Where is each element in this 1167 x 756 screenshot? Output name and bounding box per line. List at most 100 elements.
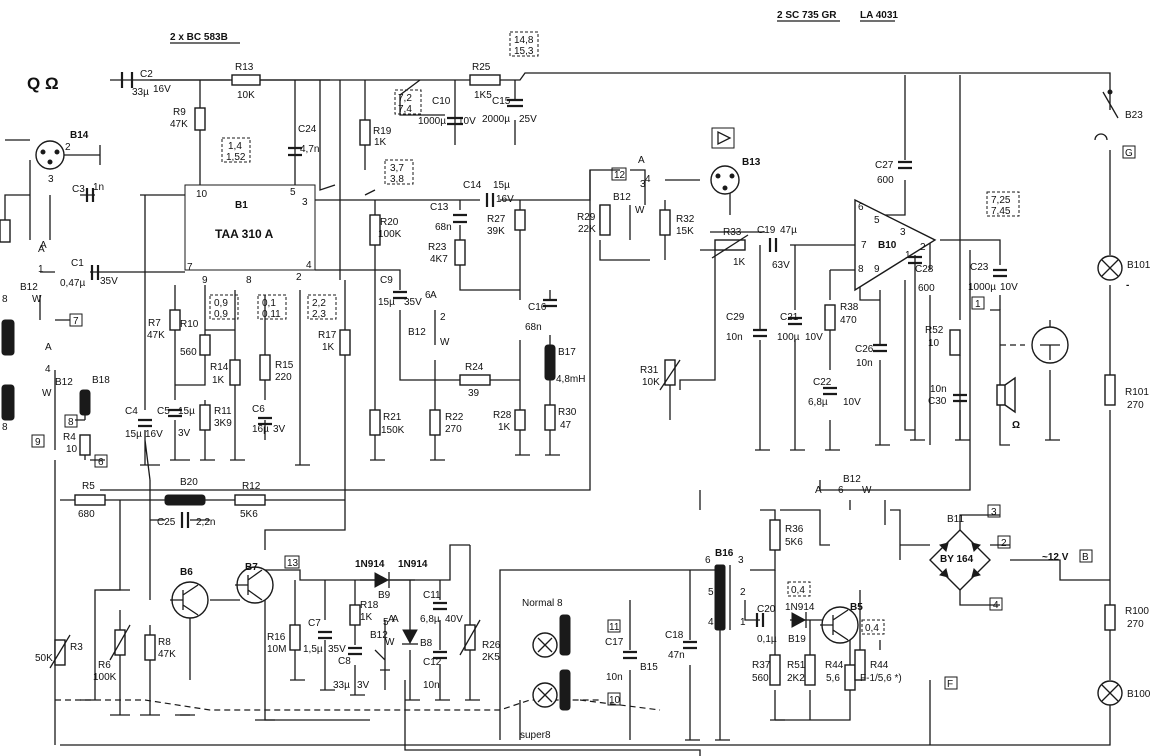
sw-num3b: 3 bbox=[48, 174, 54, 185]
c11-value: 6,8µ bbox=[420, 614, 440, 625]
r10-ref: R10 bbox=[180, 319, 199, 330]
c27-value: 600 bbox=[877, 175, 894, 186]
c6-value: 16µ bbox=[252, 424, 269, 435]
b101-ref: B101 bbox=[1127, 260, 1151, 271]
header-top-right-ic: LA 4031 bbox=[860, 10, 898, 21]
v-74: 7,4 bbox=[398, 104, 412, 115]
r26-ref: R26 bbox=[482, 640, 501, 651]
sw-numW: W bbox=[42, 388, 52, 399]
b12-5: B12 bbox=[613, 192, 631, 203]
v-725: 7,25 bbox=[991, 195, 1011, 206]
c1-value: 0,47µ bbox=[60, 278, 85, 289]
r4-value: 10 bbox=[66, 444, 78, 455]
c18-ref: C18 bbox=[665, 630, 684, 641]
r100-value: 270 bbox=[1127, 619, 1144, 630]
r37-ref: R37 bbox=[752, 660, 771, 671]
b15-ref: B15 bbox=[640, 662, 658, 673]
header-labels: 2 x BC 583B 2 SC 735 GR LA 4031 Q Ω bbox=[27, 10, 898, 93]
b8-ref: B8 bbox=[420, 638, 433, 649]
speaker-ohm: Ω bbox=[1012, 420, 1020, 431]
b12-mid-a: A bbox=[815, 485, 822, 496]
c23-rating: 10V bbox=[1000, 282, 1018, 293]
c22-rating: 10V bbox=[843, 397, 861, 408]
c16-ref: C16 bbox=[528, 302, 547, 313]
c3-value: 1n bbox=[93, 182, 104, 193]
c4-ref: C4 bbox=[125, 406, 138, 417]
b10-pin-3: 3 bbox=[900, 227, 906, 238]
c12-ref: C12 bbox=[423, 657, 442, 668]
c26-value: 10n bbox=[856, 358, 873, 369]
b12-mid-w: W bbox=[862, 485, 872, 496]
c2-rating: 16V bbox=[153, 84, 171, 95]
left-b12: B12 bbox=[20, 282, 38, 293]
ic-b1-type: TAA 310 A bbox=[215, 227, 274, 241]
marker-8: 8 bbox=[68, 417, 74, 428]
r29-ref: R29 bbox=[577, 212, 596, 223]
r16-ref: R16 bbox=[267, 632, 286, 643]
c13-value: 68n bbox=[435, 222, 452, 233]
v-23: 2,3 bbox=[312, 309, 326, 320]
sw-numW2: W bbox=[440, 337, 450, 348]
v-011: 0,11 bbox=[262, 309, 281, 320]
sw-num6: 6 bbox=[425, 290, 431, 301]
b9-type: 1N914 bbox=[355, 559, 385, 570]
r38-value: 470 bbox=[840, 315, 857, 326]
b19-ref: B19 bbox=[788, 634, 806, 645]
c7-rating: 35V bbox=[328, 644, 346, 655]
c11-ref: C11 bbox=[423, 590, 441, 601]
r3-value: 50K bbox=[35, 653, 53, 664]
r22-ref: R22 bbox=[445, 412, 464, 423]
v-745: 7,45 bbox=[991, 206, 1011, 217]
c20-value: 0,1µ bbox=[757, 634, 777, 645]
r100-ref: R100 bbox=[1125, 606, 1149, 617]
c25-ref: C25 bbox=[157, 517, 176, 528]
c8-rating: 3V bbox=[357, 680, 370, 691]
sw-numW4: W bbox=[385, 637, 395, 648]
b17-ref: B17 bbox=[558, 347, 576, 358]
r15-ref: R15 bbox=[275, 360, 294, 371]
c14-ref: C14 bbox=[463, 180, 482, 191]
b1-pin-4: 4 bbox=[306, 260, 312, 271]
r12-ref: R12 bbox=[242, 481, 261, 492]
c15-rating: 25V bbox=[519, 114, 537, 125]
left-sw-w: W bbox=[32, 294, 42, 305]
v-01: 0,1 bbox=[262, 298, 276, 309]
c18-value: 47n bbox=[668, 650, 685, 661]
b13-ref: B13 bbox=[742, 157, 761, 168]
c4-rating: 16V bbox=[145, 429, 163, 440]
b17-value: 4,8mH bbox=[556, 374, 585, 385]
wiring bbox=[4, 72, 1111, 756]
ic-b1: B1 TAA 310 A 10 5 3 7 9 8 2 4 bbox=[184, 184, 316, 286]
sw-numA4: A bbox=[430, 290, 437, 301]
r14-value: 1K bbox=[212, 375, 225, 386]
c21-value: 100µ bbox=[777, 332, 800, 343]
r4-ref: R4 bbox=[63, 432, 76, 443]
r28-ref: R28 bbox=[493, 410, 512, 421]
marker-1: 1 bbox=[975, 299, 981, 310]
r51-value: 2K2 bbox=[787, 673, 805, 684]
left-sw-a: A bbox=[40, 240, 47, 251]
sw-numA5: A bbox=[638, 155, 645, 166]
c15-value: 2000µ bbox=[482, 114, 510, 125]
b10-pin-8: 8 bbox=[858, 264, 864, 275]
b16-pin-5: 5 bbox=[708, 587, 714, 598]
sw-num2: 2 bbox=[440, 312, 446, 323]
r11-value: 3K9 bbox=[214, 418, 232, 429]
marker-b: B bbox=[1082, 552, 1089, 563]
marker-4: 4 bbox=[993, 600, 999, 611]
b1-pin-7: 7 bbox=[187, 262, 193, 273]
r23-value: 4K7 bbox=[430, 254, 448, 265]
capacitors: C2 33µ 16V C24 4,7n C10 1000µ 10V C15 20… bbox=[60, 69, 1018, 691]
c8-value: 33µ bbox=[333, 680, 350, 691]
r8-ref: R8 bbox=[158, 637, 171, 648]
b1-pin-3: 3 bbox=[302, 197, 308, 208]
b100-ref: B100 bbox=[1127, 689, 1151, 700]
b16-pin-2: 2 bbox=[740, 587, 746, 598]
v-04b: 0,4 bbox=[865, 623, 879, 634]
v-37: 3,7 bbox=[390, 163, 404, 174]
label-super8: super8 bbox=[520, 730, 551, 741]
r44-value: 5,6 bbox=[826, 673, 840, 684]
b19-type: 1N914 bbox=[785, 602, 815, 613]
r14-ref: R14 bbox=[210, 362, 229, 373]
sw-num4b: 4 bbox=[645, 174, 651, 185]
